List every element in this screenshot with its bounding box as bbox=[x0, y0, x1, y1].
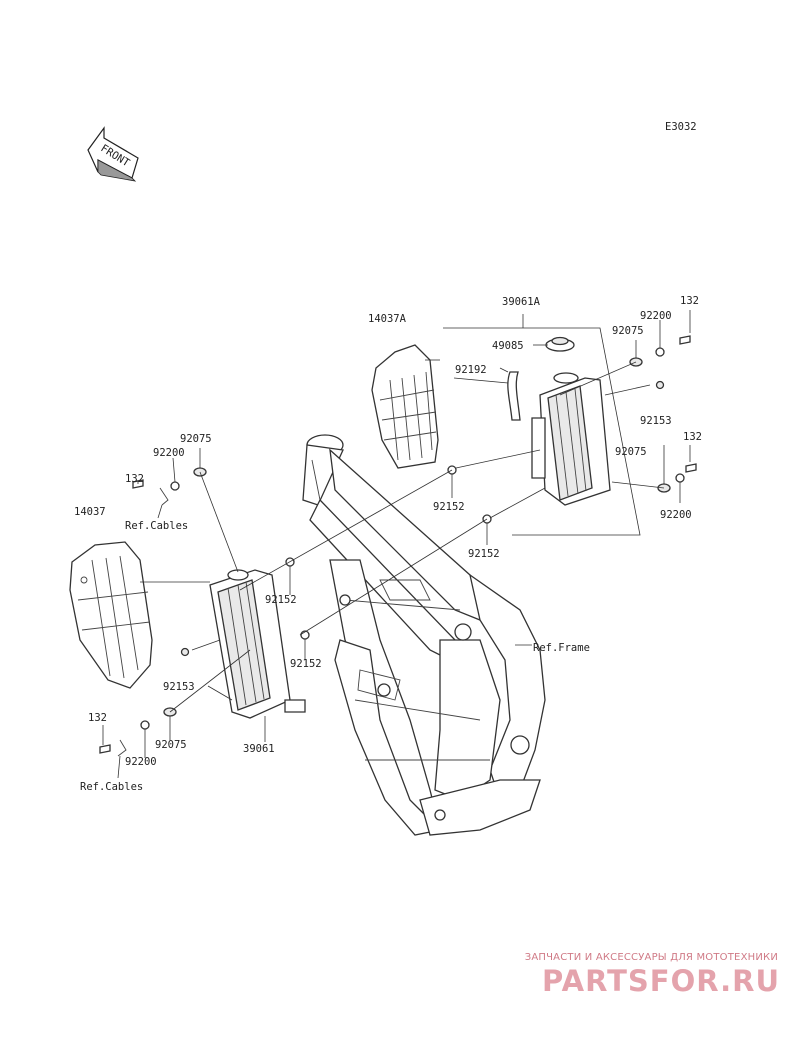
label-ref-cables-lower: Ref.Cables bbox=[80, 781, 143, 793]
label-collar-rt-upper: 92200 bbox=[640, 310, 672, 322]
label-grommet-rt-upper: 92075 bbox=[612, 325, 644, 337]
label-grommet-rt-lower: 92075 bbox=[615, 446, 647, 458]
label-cap: 49085 bbox=[492, 340, 524, 352]
shroud-right-illustration bbox=[371, 344, 439, 469]
label-grommet-lt-upper: 92075 bbox=[180, 433, 212, 445]
leader-lines bbox=[102, 310, 691, 779]
label-collar-lt-upper: 92200 bbox=[153, 447, 185, 459]
label-bolt-rt-lower: 132 bbox=[683, 431, 702, 443]
label-ref-frame: Ref.Frame bbox=[533, 642, 590, 654]
label-damper-rt-a: 92152 bbox=[433, 501, 465, 513]
label-grommet-lt-lower: 92075 bbox=[155, 739, 187, 751]
label-shroud-right: 14037A bbox=[368, 313, 407, 325]
label-radiator-left: 39061 bbox=[243, 743, 275, 755]
label-damper-lt-b: 92152 bbox=[290, 658, 322, 670]
radiator-right-illustration bbox=[531, 372, 611, 506]
shroud-left-illustration bbox=[69, 541, 153, 689]
radiator-cap-illustration bbox=[545, 336, 575, 352]
part-labels: 39061A 14037A 49085 92192 92075 92200 13… bbox=[74, 295, 702, 793]
fasteners bbox=[99, 335, 697, 757]
watermark-logo: PARTSFOR.RU bbox=[542, 964, 780, 998]
label-damper-rt-b: 92152 bbox=[468, 548, 500, 560]
label-hose: 92192 bbox=[455, 364, 487, 376]
label-nut-rt: 92153 bbox=[640, 415, 672, 427]
front-arrow-icon: FRONT bbox=[87, 126, 139, 182]
label-nut-lt: 92153 bbox=[163, 681, 195, 693]
label-bolt-rt-upper: 132 bbox=[680, 295, 699, 307]
label-bolt-lt-lower: 132 bbox=[88, 712, 107, 724]
label-collar-lt-lower: 92200 bbox=[125, 756, 157, 768]
radiator-left-illustration bbox=[209, 569, 306, 719]
label-collar-rt-lower: 92200 bbox=[660, 509, 692, 521]
watermark-tagline: ЗАПЧАСТИ И АКСЕССУАРЫ ДЛЯ МОТОТЕХНИКИ bbox=[524, 952, 778, 963]
label-shroud-left: 14037 bbox=[74, 506, 106, 518]
hose-illustration bbox=[507, 371, 521, 421]
label-damper-lt-a: 92152 bbox=[265, 594, 297, 606]
label-ref-cables-upper: Ref.Cables bbox=[125, 520, 188, 532]
label-radiator-right: 39061A bbox=[502, 296, 541, 308]
frame-illustration bbox=[302, 434, 546, 836]
diagram-code: E3032 bbox=[665, 121, 697, 133]
label-bolt-lt-upper: 132 bbox=[125, 473, 144, 485]
